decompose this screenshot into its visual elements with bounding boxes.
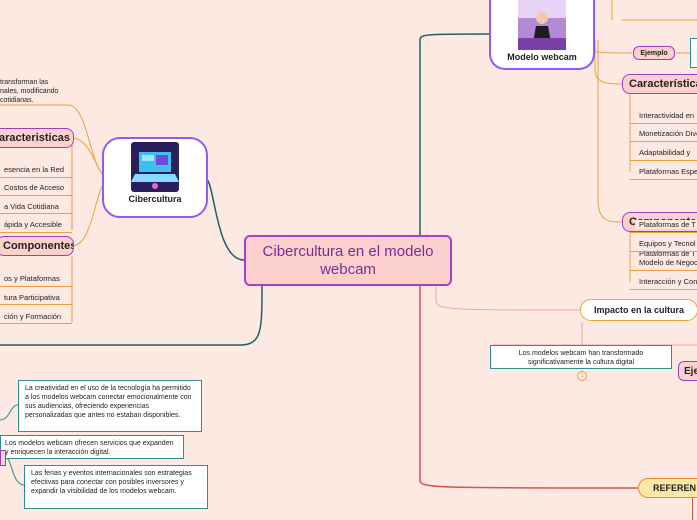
leaf-item[interactable]: Costos de Acceso	[0, 183, 72, 192]
leaf-item[interactable]: Adaptabilidad y	[635, 148, 697, 157]
referencias-label: REFEREN	[653, 483, 697, 493]
cibercultura-node[interactable]: Cibercultura	[102, 137, 208, 218]
leaf-item[interactable]: Interacción y Con	[635, 277, 697, 286]
leaf-item[interactable]: ción y Formación	[0, 312, 72, 321]
leaf-label: Adaptabilidad y	[639, 148, 691, 157]
leaf-label: Costos de Acceso	[4, 183, 65, 192]
leaf-item[interactable]: Plataformas de T	[635, 220, 697, 229]
leaf-label: esencia en la Red	[4, 165, 65, 174]
impacto-label: Impacto en la cultura	[593, 305, 685, 315]
impacto-ejemplo-topic[interactable]: Eje	[678, 361, 697, 381]
note-text: Las ferias y eventos internacionales son…	[31, 470, 192, 495]
ejemplo-note	[690, 38, 697, 68]
topic-label: Eje	[684, 365, 697, 377]
referencias-topic[interactable]: REFEREN	[638, 478, 697, 498]
leaf-label: Interactividad en	[639, 111, 695, 120]
central-topic[interactable]: Cibercultura en el modelo webcam	[244, 235, 452, 286]
leaf-item[interactable]: tura Participativa	[0, 293, 72, 302]
ejemplo-chip[interactable]: Ejemplo	[633, 46, 675, 60]
leaf-label: Plataformas de T	[639, 249, 696, 258]
central-topic-label: Cibercultura en el modelo webcam	[262, 242, 434, 278]
note-creatividad: La creatividad en el uso de la tecnologí…	[18, 380, 202, 432]
leaf-label: ción y Formación	[4, 312, 62, 321]
intro-line: cotidianas.	[0, 97, 34, 104]
leaf-item[interactable]: esencia en la Red	[0, 165, 72, 174]
cibercultura-intro: transforman las nales, modificando cotid…	[0, 78, 90, 105]
leaf-label: ápida y Accesible	[4, 220, 62, 229]
laptop-illustration-icon	[131, 142, 179, 192]
impacto-note-text: Los modelos webcam han transformado sign…	[518, 350, 644, 366]
note-servicios: Los modelos webcam ofrecen servicios que…	[0, 435, 184, 459]
modelo-webcam-node[interactable]: Modelo webcam	[489, 0, 595, 70]
referencias-connector	[692, 498, 693, 520]
topic-label: Característica	[629, 78, 697, 90]
badge-label: 1	[580, 373, 584, 379]
impacto-note: Los modelos webcam han transformado sign…	[490, 345, 672, 369]
leaf-label: Interacción y Con	[639, 277, 697, 286]
modelo-webcam-label: Modelo webcam	[507, 52, 577, 62]
leaf-item[interactable]: a Vida Cotidiana	[0, 202, 72, 211]
note-text: La creatividad en el uso de la tecnologí…	[25, 385, 192, 419]
leaf-item[interactable]: Monetización Dive	[635, 129, 697, 138]
leaf-label: os y Plataformas	[4, 274, 60, 283]
note-ferias: Las ferias y eventos internacionales son…	[24, 465, 208, 509]
webcam-model-photo-icon	[518, 0, 566, 50]
impacto-topic[interactable]: Impacto en la cultura	[580, 299, 697, 321]
cibercultura-label: Cibercultura	[128, 194, 182, 204]
impacto-count-badge[interactable]: 1	[577, 371, 587, 381]
leaf-label: tura Participativa	[4, 293, 60, 302]
leaf-item[interactable]: Interactividad en	[635, 111, 697, 120]
leaf-item[interactable]: Equipos y Tecnol	[635, 239, 697, 248]
chip-label: Ejemplo	[640, 49, 668, 57]
intro-line: transforman las	[0, 79, 49, 86]
leaf-label: Plataformas Espe	[639, 167, 697, 176]
leaf-label: Equipos y Tecnol	[639, 239, 696, 248]
leaf-item[interactable]: Modelo de Negoc	[635, 258, 697, 267]
leaf-label: a Vida Cotidiana	[4, 202, 59, 211]
note-text: Los modelos webcam ofrecen servicios que…	[5, 440, 174, 456]
leaf-label: Modelo de Negoc	[639, 258, 697, 267]
leaf-item[interactable]: Plataformas de T	[635, 249, 697, 258]
leaf-item[interactable]: os y Plataformas	[0, 274, 72, 283]
modelo-caracteristicas-topic[interactable]: Característica	[622, 74, 697, 94]
topic-label: Componentes	[3, 240, 74, 252]
leaf-label: Plataformas de T	[639, 220, 696, 229]
leaf-item[interactable]: Plataformas Espe	[635, 167, 697, 176]
cibercultura-componentes-topic[interactable]: Componentes	[0, 236, 74, 256]
topic-label: aracteristicas	[0, 132, 70, 144]
collapsed-topic-marker[interactable]	[0, 450, 6, 466]
leaf-item[interactable]: ápida y Accesible	[0, 220, 72, 229]
intro-line: nales, modificando	[0, 88, 59, 95]
cibercultura-caracteristicas-topic[interactable]: aracteristicas	[0, 128, 74, 148]
leaf-label: Monetización Dive	[639, 129, 697, 138]
